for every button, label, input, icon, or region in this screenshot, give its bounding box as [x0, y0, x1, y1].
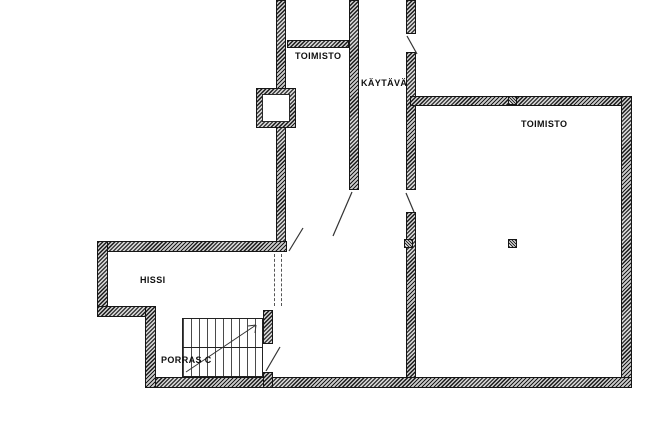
column-marker — [508, 239, 517, 248]
wall-outer-right — [621, 96, 632, 388]
room-label-kaytava: KÄYTÄVÄ — [361, 78, 408, 88]
wall-corridor-right-lower — [406, 212, 416, 378]
wall-toimisto-right-vertical — [349, 0, 359, 190]
room-label-porras-c: PORRAS C — [161, 355, 212, 365]
wall-lobby-divider-upper — [263, 310, 273, 344]
wall-office-top — [410, 96, 632, 106]
pilaster-core — [262, 94, 290, 122]
wall-lobby-divider-lower — [263, 372, 273, 388]
column-marker — [404, 239, 413, 248]
elevator-door-dashed-line — [281, 254, 282, 306]
wall-outer-bottom — [148, 377, 632, 388]
stair-landing-line — [182, 347, 263, 348]
elevator-door-dashed-line — [274, 254, 275, 306]
wall-toimisto-top-cap — [287, 40, 349, 48]
room-label-toimisto-right: TOIMISTO — [521, 119, 568, 129]
wall-porras-left — [145, 306, 156, 388]
room-label-hissi: HISSI — [140, 275, 166, 285]
wall-corridor-right-mid — [406, 52, 416, 190]
column-marker — [508, 96, 517, 105]
wall-hissi-top — [97, 241, 287, 252]
wall-pilaster — [256, 88, 296, 128]
wall-corridor-right-upper — [406, 0, 416, 34]
room-label-toimisto-top: TOIMISTO — [295, 51, 342, 61]
